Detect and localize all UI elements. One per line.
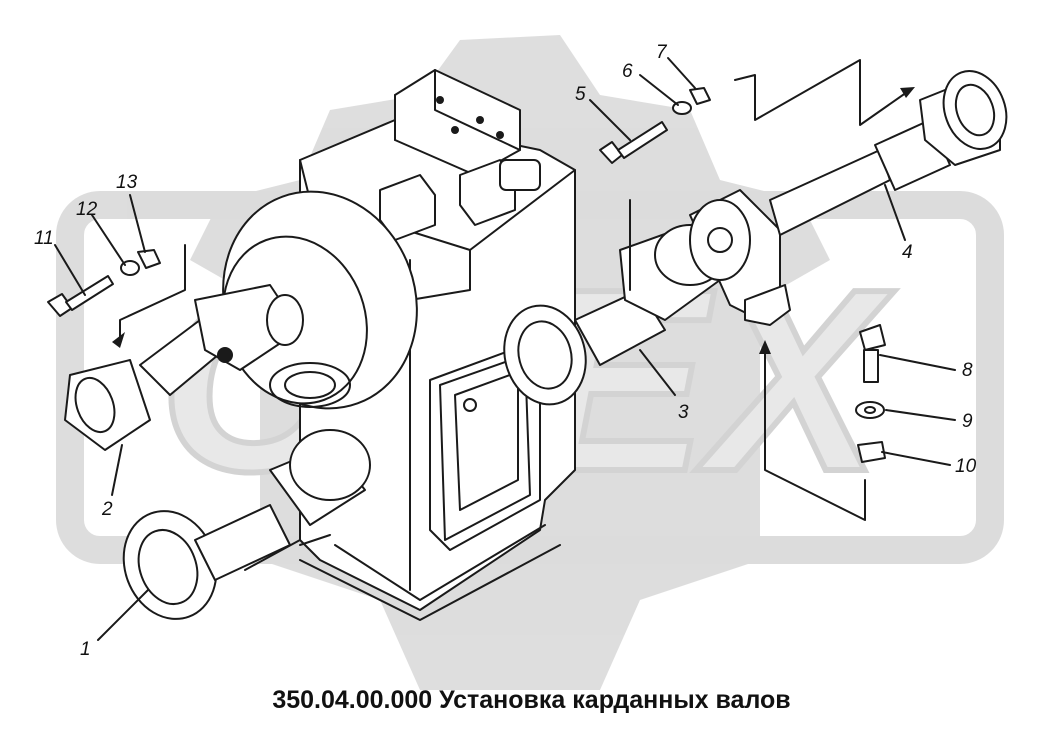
- callout-3: 3: [678, 402, 689, 423]
- assembly-arrows: [112, 59, 915, 571]
- fastener-set-11-12-13: [47, 249, 161, 317]
- callout-7: 7: [656, 42, 668, 63]
- leader-lines: [54, 57, 956, 641]
- diagram-caption: 350.04.00.000 Установка карданных валов: [272, 686, 791, 714]
- valve-block: [379, 69, 541, 241]
- support-bearing: [689, 189, 791, 326]
- callout-2: 2: [101, 499, 113, 520]
- callout-11: 11: [34, 228, 54, 249]
- callout-5: 5: [575, 84, 586, 105]
- callout-8: 8: [962, 360, 973, 381]
- fastener-set-8-9-10: [855, 324, 886, 463]
- fastener-set-5-6-7: [599, 87, 711, 164]
- callout-13: 13: [116, 172, 138, 193]
- callout-10: 10: [955, 456, 977, 477]
- callout-9: 9: [962, 411, 973, 432]
- callout-6: 6: [622, 61, 633, 82]
- callout-12: 12: [76, 199, 98, 220]
- cardan-shaft-2: [64, 284, 304, 451]
- callout-4: 4: [902, 242, 913, 263]
- callout-1: 1: [80, 639, 91, 660]
- callout-labels: 1 2 3 4 5 6 7 8 9 10 11 12 13: [34, 42, 977, 660]
- cardan-shaft-4: [769, 70, 1008, 236]
